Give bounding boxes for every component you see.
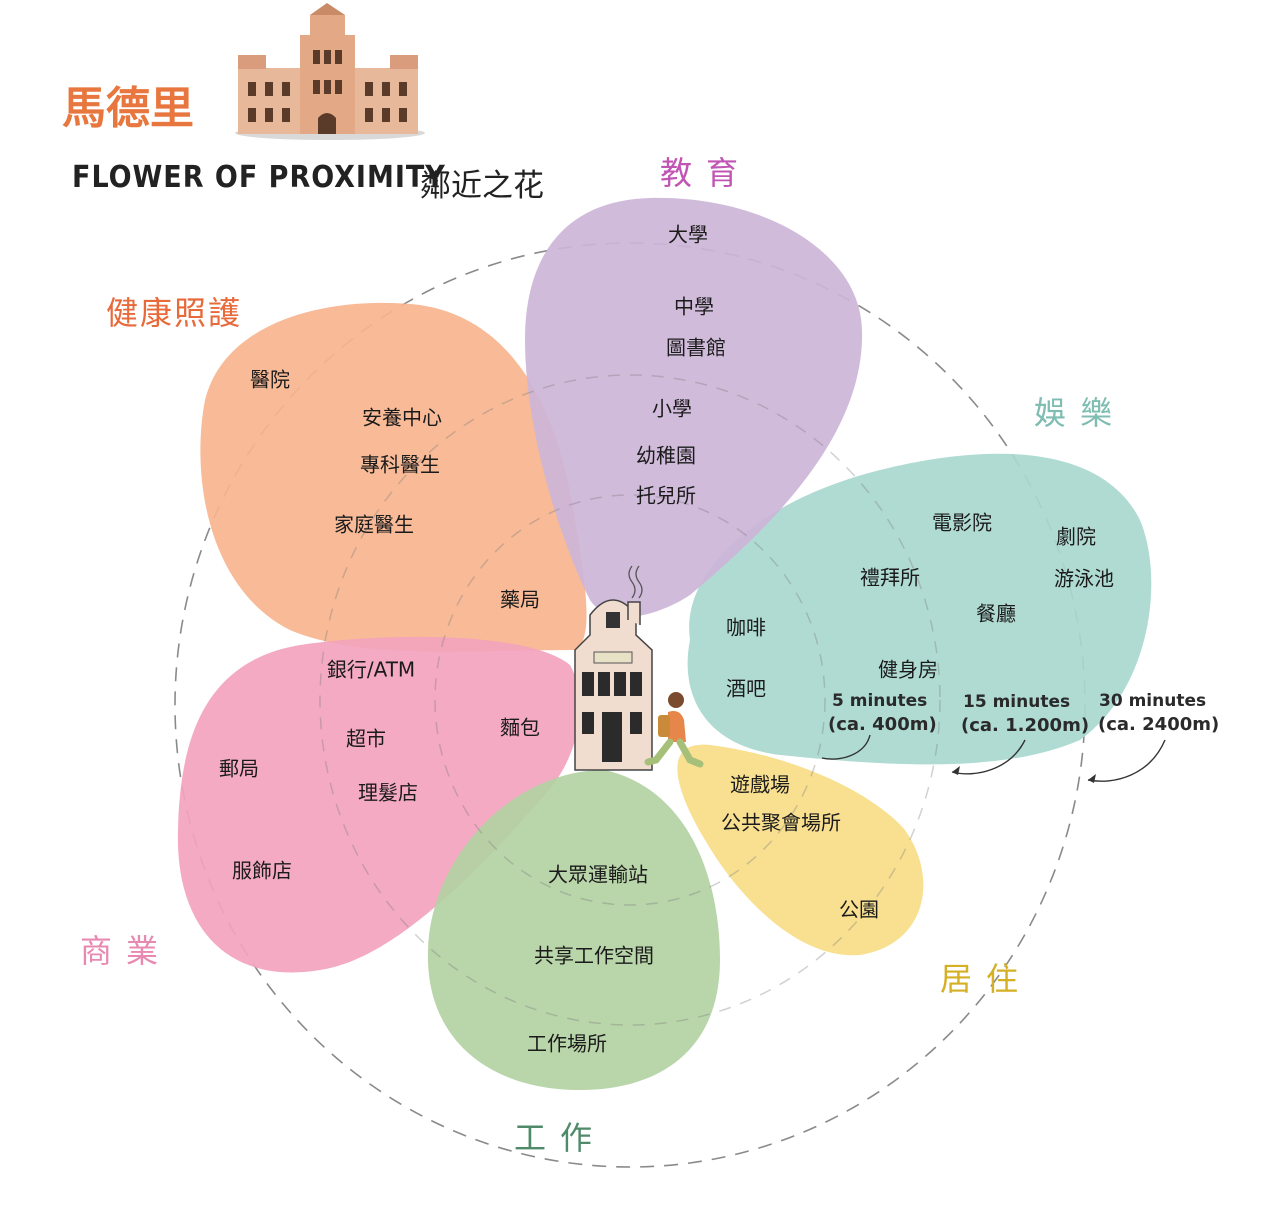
health-item-specialist: 專科醫生: [360, 452, 440, 477]
education-item-university: 大學: [668, 222, 708, 247]
legend-30-sub: (ca. 2400m): [1098, 714, 1220, 735]
education-item-secondary-school: 中學: [674, 294, 714, 319]
entertainment-item-cafe: 咖啡: [726, 615, 766, 640]
category-label-education: 教育: [660, 154, 753, 192]
commerce-item-post-office: 郵局: [219, 756, 259, 781]
palace-illustration: [235, 3, 425, 140]
category-label-health: 健康照護: [106, 294, 243, 332]
headline-zh: 鄰近之花: [420, 168, 544, 204]
petal-health: [200, 302, 587, 652]
work-item-workplace: 工作場所: [527, 1031, 607, 1056]
category-label-entertainment: 娛樂: [1034, 394, 1127, 432]
entertainment-item-theater: 劇院: [1056, 524, 1096, 549]
commerce-item-barber: 理髮店: [358, 780, 418, 805]
category-label-work: 工作: [514, 1119, 607, 1157]
petal-education: [525, 197, 863, 617]
living-item-gathering: 公共聚會場所: [721, 810, 841, 835]
headline: FLOWER OF PROXIMITY: [72, 160, 446, 195]
legend-arrow-15: [951, 739, 1026, 775]
entertainment-item-pool: 游泳池: [1054, 566, 1114, 591]
walking-person-illustration: [644, 692, 704, 768]
arrowhead-30: [1088, 774, 1096, 783]
living-item-playground: 遊戲場: [730, 772, 790, 797]
legend-5-sub: (ca. 400m): [828, 714, 937, 735]
commerce-item-clothing: 服飾店: [232, 858, 292, 883]
petal-entertainment: [687, 453, 1152, 765]
education-item-kindergarten: 幼稚園: [636, 443, 696, 468]
commerce-item-bakery: 麵包: [500, 715, 540, 740]
education-item-nursery: 托兒所: [636, 483, 696, 508]
petal-commerce: [177, 636, 580, 973]
health-item-care-center: 安養中心: [362, 405, 442, 430]
health-item-pharmacy: 藥局: [500, 587, 540, 612]
legend-arrow-5: [821, 734, 871, 760]
ring-15-minutes: [319, 374, 941, 1026]
legend-30-title: 30 minutes: [1099, 691, 1207, 711]
entertainment-item-cinema: 電影院: [932, 510, 992, 535]
city-title: 馬德里: [62, 83, 194, 134]
commerce-item-supermarket: 超市: [346, 726, 386, 751]
legend-15-sub: (ca. 1.200m): [961, 715, 1090, 736]
category-label-commerce: 商業: [80, 932, 173, 970]
petal-living: [677, 744, 924, 956]
living-item-park: 公園: [839, 897, 879, 922]
education-item-library: 圖書館: [666, 335, 726, 360]
commerce-item-bank: 銀行/ATM: [326, 657, 416, 682]
work-item-transit: 大眾運輸站: [548, 862, 648, 887]
work-item-coworking: 共享工作空間: [534, 943, 654, 968]
category-label-living: 居住: [940, 960, 1033, 998]
legend-arrow-30: [1087, 739, 1166, 782]
ring-5-minutes: [434, 494, 826, 906]
entertainment-item-worship: 禮拜所: [860, 565, 920, 590]
education-item-primary-school: 小學: [652, 396, 692, 421]
health-item-family-doctor: 家庭醫生: [334, 512, 414, 537]
arrowhead-15: [952, 766, 960, 775]
legend-15-title: 15 minutes: [963, 692, 1071, 712]
health-item-hospital: 醫院: [250, 367, 290, 392]
entertainment-item-gym: 健身房: [878, 657, 938, 682]
entertainment-item-bar: 酒吧: [726, 676, 766, 701]
legend-5-title: 5 minutes: [832, 691, 928, 711]
entertainment-item-restaurant: 餐廳: [976, 601, 1016, 626]
petal-work: [427, 770, 720, 1090]
house-illustration: [574, 565, 653, 771]
